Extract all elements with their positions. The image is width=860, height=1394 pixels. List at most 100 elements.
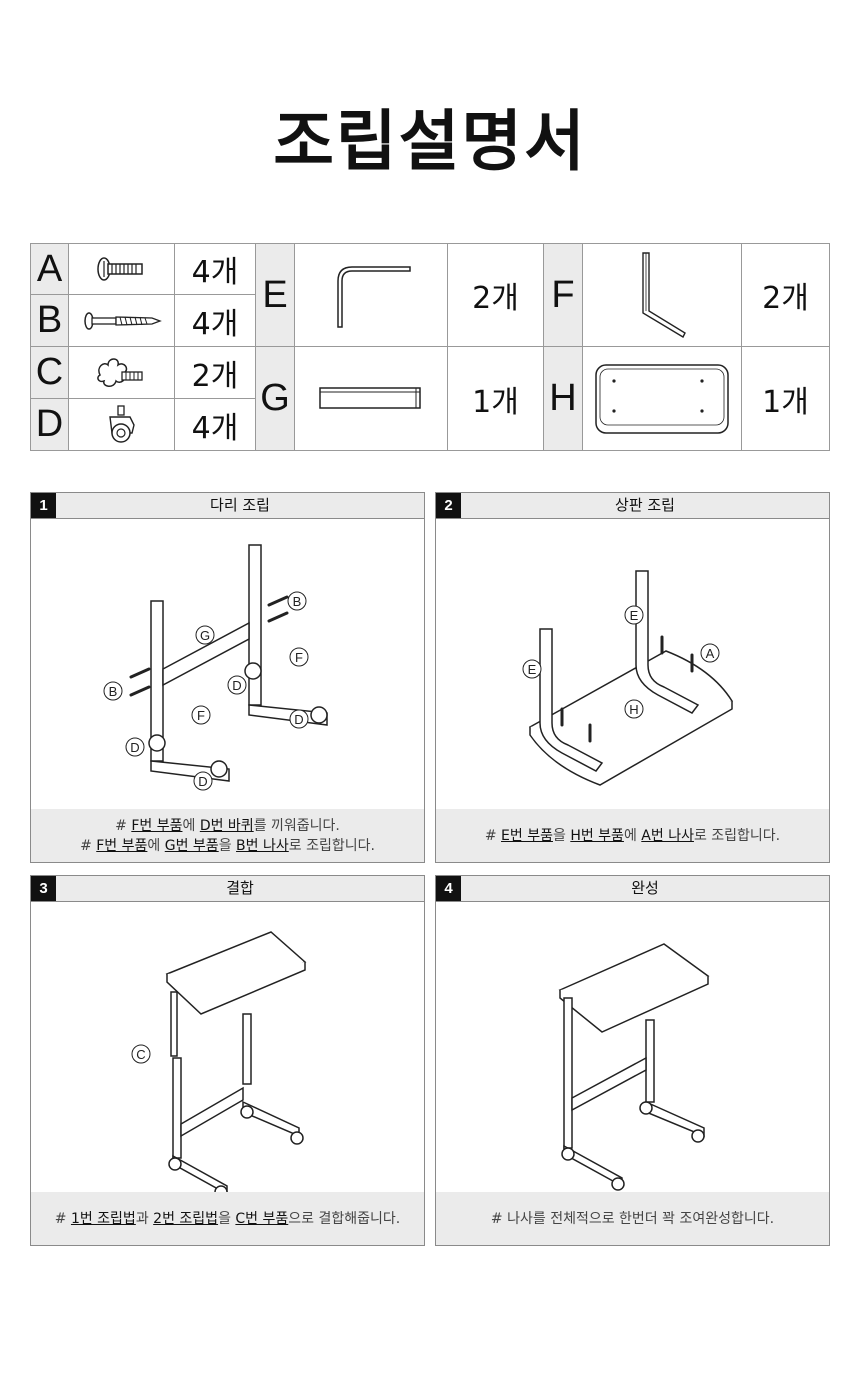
part-g-bar-icon bbox=[294, 346, 448, 451]
part-label-f: F bbox=[543, 243, 583, 347]
callout-f-1: F bbox=[289, 647, 309, 667]
step-4-panel: 4 완성 # 나사를 전체적으로 한번더 꽉 조여완성합니다. bbox=[435, 875, 830, 1246]
note-text: # 나사를 전체적으로 한번더 꽉 조여완성합니다. bbox=[490, 1210, 775, 1227]
step-2-number: 2 bbox=[436, 493, 461, 518]
step-3-number: 3 bbox=[31, 876, 56, 901]
step-1-title: 다리 조립 bbox=[210, 496, 270, 514]
step-2-title: 상판 조립 bbox=[615, 496, 675, 514]
part-c-qty: 2개 bbox=[174, 346, 256, 399]
step-3-title: 결합 bbox=[226, 879, 254, 897]
note-text: 로 조립합니다. bbox=[693, 827, 781, 844]
note-text: 으로 결합해줍니다. bbox=[288, 1210, 401, 1227]
note-line: # 나사를 전체적으로 한번더 꽉 조여완성합니다. bbox=[491, 1209, 774, 1229]
part-h-tabletop-icon bbox=[582, 346, 742, 451]
part-e-qty: 2개 bbox=[447, 243, 544, 347]
callout-f-2: F bbox=[191, 705, 211, 725]
note-text: # bbox=[54, 1210, 71, 1227]
step-4-illustration bbox=[436, 902, 829, 1194]
step-4-note: # 나사를 전체적으로 한번더 꽉 조여완성합니다. bbox=[436, 1192, 829, 1245]
callout-d-3: D bbox=[125, 737, 145, 757]
step-1-number: 1 bbox=[31, 493, 56, 518]
note-part-ref: H번 부품 bbox=[570, 827, 624, 844]
step-4-number: 4 bbox=[436, 876, 461, 901]
page-title: 조립설명서 bbox=[273, 103, 587, 180]
note-part-ref: G번 부품 bbox=[164, 837, 219, 854]
note-part-ref: 1번 조립법 bbox=[70, 1210, 136, 1227]
callout-b-2-text: B bbox=[109, 684, 118, 699]
callout-c: C bbox=[131, 1044, 151, 1064]
callout-b-1-text: B bbox=[293, 594, 302, 609]
step-2-header: 2 상판 조립 bbox=[436, 493, 829, 519]
note-text: 로 조립합니다. bbox=[288, 837, 375, 854]
note-part-ref: F번 부품 bbox=[96, 837, 148, 854]
step-3-note: # 1번 조립법과 2번 조립법을 C번 부품으로 결합해줍니다. bbox=[31, 1192, 424, 1245]
note-text: 를 끼워줍니다. bbox=[253, 817, 340, 834]
step-3-header: 3 결합 bbox=[31, 876, 424, 902]
step-1-illustration: B G F D B D F D D bbox=[31, 519, 424, 811]
part-a-screw-icon bbox=[68, 243, 175, 295]
callout-a: A bbox=[700, 643, 720, 663]
callout-h: H bbox=[624, 699, 644, 719]
callout-e-2-text: E bbox=[528, 662, 537, 677]
callout-d-4-text: D bbox=[198, 774, 207, 789]
step-1-note: # F번 부품에 D번 바퀴를 끼워줍니다.# F번 부품에 G번 부품을 B번… bbox=[31, 809, 424, 862]
callout-d-2: D bbox=[289, 709, 309, 729]
part-f-qty: 2개 bbox=[741, 243, 830, 347]
step-4-header: 4 완성 bbox=[436, 876, 829, 902]
note-text: # bbox=[80, 837, 97, 854]
callout-g-text: G bbox=[200, 628, 210, 643]
note-part-ref: F번 부품 bbox=[131, 817, 183, 834]
step-4-title: 완성 bbox=[631, 879, 659, 897]
part-label-b: B bbox=[30, 294, 69, 347]
part-f-leg-icon bbox=[582, 243, 742, 347]
note-text: 을 bbox=[218, 1210, 236, 1227]
part-label-a: A bbox=[30, 243, 69, 295]
callout-b-2: B bbox=[103, 681, 123, 701]
note-part-ref: B번 나사 bbox=[236, 837, 289, 854]
note-part-ref: A번 나사 bbox=[641, 827, 694, 844]
note-text: 을 bbox=[218, 837, 237, 854]
callout-d-3-text: D bbox=[130, 740, 139, 755]
callout-b-1: B bbox=[287, 591, 307, 611]
part-d-caster-icon bbox=[68, 398, 175, 451]
step-2-note: # E번 부품을 H번 부품에 A번 나사로 조립합니다. bbox=[436, 809, 829, 862]
part-b-qty: 4개 bbox=[174, 294, 256, 347]
step-3-illustration: C bbox=[31, 902, 424, 1199]
callout-g: G bbox=[195, 625, 215, 645]
note-part-ref: E번 부품 bbox=[501, 827, 553, 844]
callout-f-2-text: F bbox=[197, 708, 205, 723]
part-label-e: E bbox=[255, 243, 295, 347]
note-line: # F번 부품에 D번 바퀴를 끼워줍니다. bbox=[115, 816, 340, 836]
part-h-qty: 1개 bbox=[741, 346, 830, 451]
part-d-qty: 4개 bbox=[174, 398, 256, 451]
note-part-ref: 2번 조립법 bbox=[153, 1210, 219, 1227]
note-line: # E번 부품을 H번 부품에 A번 나사로 조립합니다. bbox=[485, 826, 780, 846]
part-label-g: G bbox=[255, 346, 295, 451]
callout-d-1: D bbox=[227, 675, 247, 695]
note-line: # F번 부품에 G번 부품을 B번 나사로 조립합니다. bbox=[80, 836, 375, 856]
note-text: 과 bbox=[135, 1210, 154, 1227]
callout-d-1-text: D bbox=[232, 678, 241, 693]
callout-d-4: D bbox=[193, 771, 213, 791]
part-e-bent-pipe-icon bbox=[294, 243, 448, 347]
callout-c-text: C bbox=[136, 1047, 145, 1062]
step-1-header: 1 다리 조립 bbox=[31, 493, 424, 519]
callout-e-1: E bbox=[624, 605, 644, 625]
callout-d-2-text: D bbox=[294, 712, 303, 727]
note-text: 에 bbox=[623, 827, 642, 844]
step-2-panel: 2 상판 조립 E E A H # E번 부품을 H번 부 bbox=[435, 492, 830, 863]
parts-table: A 4개 B 4개 C 2개 D bbox=[30, 243, 830, 451]
note-part-ref: C번 부품 bbox=[235, 1210, 289, 1227]
callout-e-1-text: E bbox=[630, 608, 639, 623]
callout-h-text: H bbox=[629, 702, 638, 717]
callout-f-1-text: F bbox=[295, 650, 303, 665]
part-label-d: D bbox=[30, 398, 69, 451]
step-3-panel: 3 결합 C # 1번 조립법과 2번 조립법을 C번 부품으로 결합해줍니다. bbox=[30, 875, 425, 1246]
callout-e-2: E bbox=[522, 659, 542, 679]
note-text: 을 bbox=[552, 827, 571, 844]
note-text: 에 bbox=[182, 817, 200, 834]
part-b-long-screw-icon bbox=[68, 294, 175, 347]
note-text: 에 bbox=[147, 837, 165, 854]
note-part-ref: D번 바퀴 bbox=[199, 817, 254, 834]
callout-a-text: A bbox=[706, 646, 715, 661]
